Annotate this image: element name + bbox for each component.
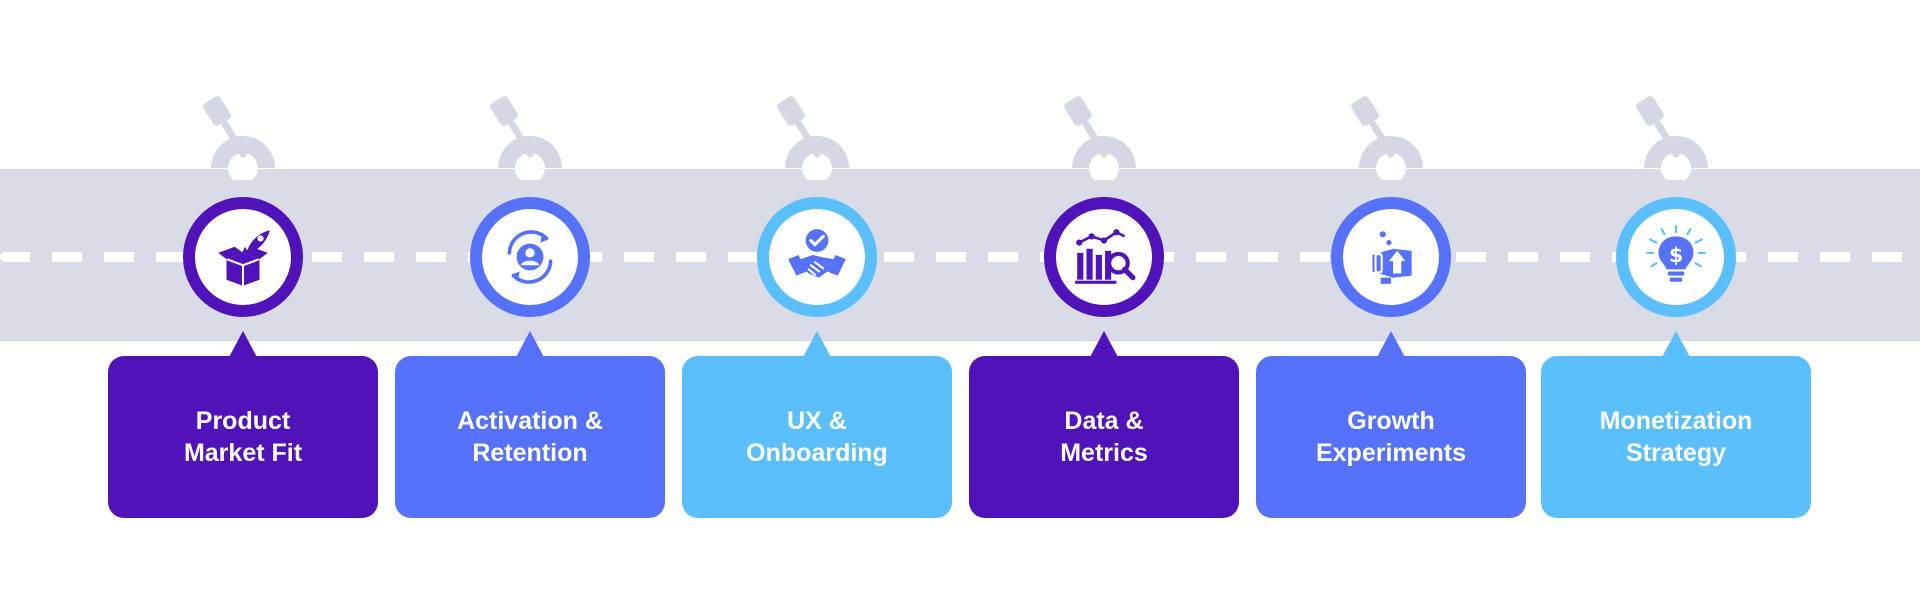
stage-label: Monetization Strategy xyxy=(1599,407,1753,467)
stage-card: Growth Experiments xyxy=(1256,356,1526,518)
stage-card: Product Market Fit xyxy=(108,356,378,518)
map-pin-icon xyxy=(490,96,562,180)
user-cycle-icon xyxy=(507,230,553,284)
stage-node xyxy=(757,197,877,317)
road-center-line xyxy=(0,252,1920,262)
stage-growth-experiments: Growth Experiments xyxy=(1256,0,1526,609)
stage-node xyxy=(183,197,303,317)
hand-growth-icon xyxy=(1372,231,1412,284)
stage-label: Activation & Retention xyxy=(457,407,603,467)
stage-card: Monetization Strategy xyxy=(1541,356,1811,518)
stage-label: Growth Experiments xyxy=(1315,407,1467,467)
stage-label: Product Market Fit xyxy=(183,407,303,467)
dollar-bulb-icon: $ xyxy=(1646,225,1706,282)
stage-node xyxy=(1044,197,1164,317)
stage-data-metrics: Data & Metrics xyxy=(969,0,1239,609)
stage-node xyxy=(1331,197,1451,317)
callout-pointer xyxy=(1089,331,1119,359)
chart-magnifier-icon xyxy=(1075,229,1136,284)
callout-pointer xyxy=(1376,331,1406,359)
callout-pointer xyxy=(802,331,832,359)
callout-pointer xyxy=(515,331,545,359)
stage-label: UX & Onboarding xyxy=(746,407,888,467)
stage-card: Data & Metrics xyxy=(969,356,1239,518)
stage-node xyxy=(470,197,590,317)
callout-pointer xyxy=(1661,331,1691,359)
handshake-check-icon xyxy=(788,229,846,278)
map-pin-icon xyxy=(1351,96,1423,180)
stage-node: $ xyxy=(1616,197,1736,317)
stage-ux-onboarding: UX & Onboarding xyxy=(682,0,952,609)
map-pin-icon xyxy=(1636,96,1708,180)
map-pin-icon xyxy=(777,96,849,180)
map-pin-icon xyxy=(203,96,275,180)
map-pin-icon xyxy=(1064,96,1136,180)
rocket-box-icon xyxy=(218,230,270,286)
stage-label: Data & Metrics xyxy=(1060,407,1148,467)
stage-monetization-strategy: $ Monetization Strategy xyxy=(1541,0,1811,609)
stage-card: Activation & Retention xyxy=(395,356,665,518)
svg-text:$: $ xyxy=(1669,243,1683,267)
callout-pointer xyxy=(228,331,258,359)
stage-activation-retention: Activation & Retention xyxy=(395,0,665,609)
stage-product-market-fit: Product Market Fit xyxy=(108,0,378,609)
stage-card: UX & Onboarding xyxy=(682,356,952,518)
